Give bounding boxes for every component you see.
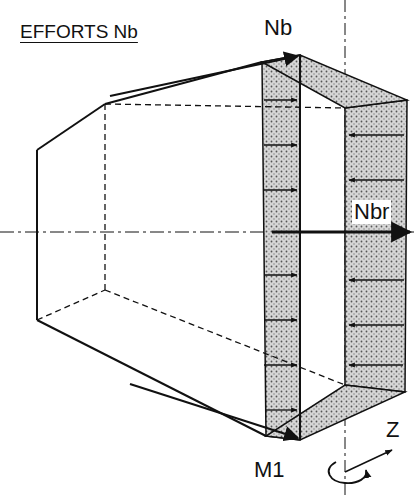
- hidden-edges: [37, 104, 345, 385]
- figure-title: EFFORTS Nb: [20, 22, 138, 43]
- center-axis: [0, 232, 415, 233]
- frustum-outline: [37, 55, 300, 440]
- stress-arrows: [264, 100, 404, 410]
- moment-label: M1: [252, 458, 287, 482]
- moment-arrow: [329, 462, 367, 483]
- axis-label: Z: [384, 418, 401, 442]
- force-label: Nb: [262, 16, 294, 40]
- z-axis-arrow: [345, 450, 392, 472]
- force-label: Nbr: [352, 200, 391, 224]
- force-arrows: [110, 56, 298, 438]
- resultant-arrow: [272, 231, 410, 234]
- section-walls: [262, 55, 407, 440]
